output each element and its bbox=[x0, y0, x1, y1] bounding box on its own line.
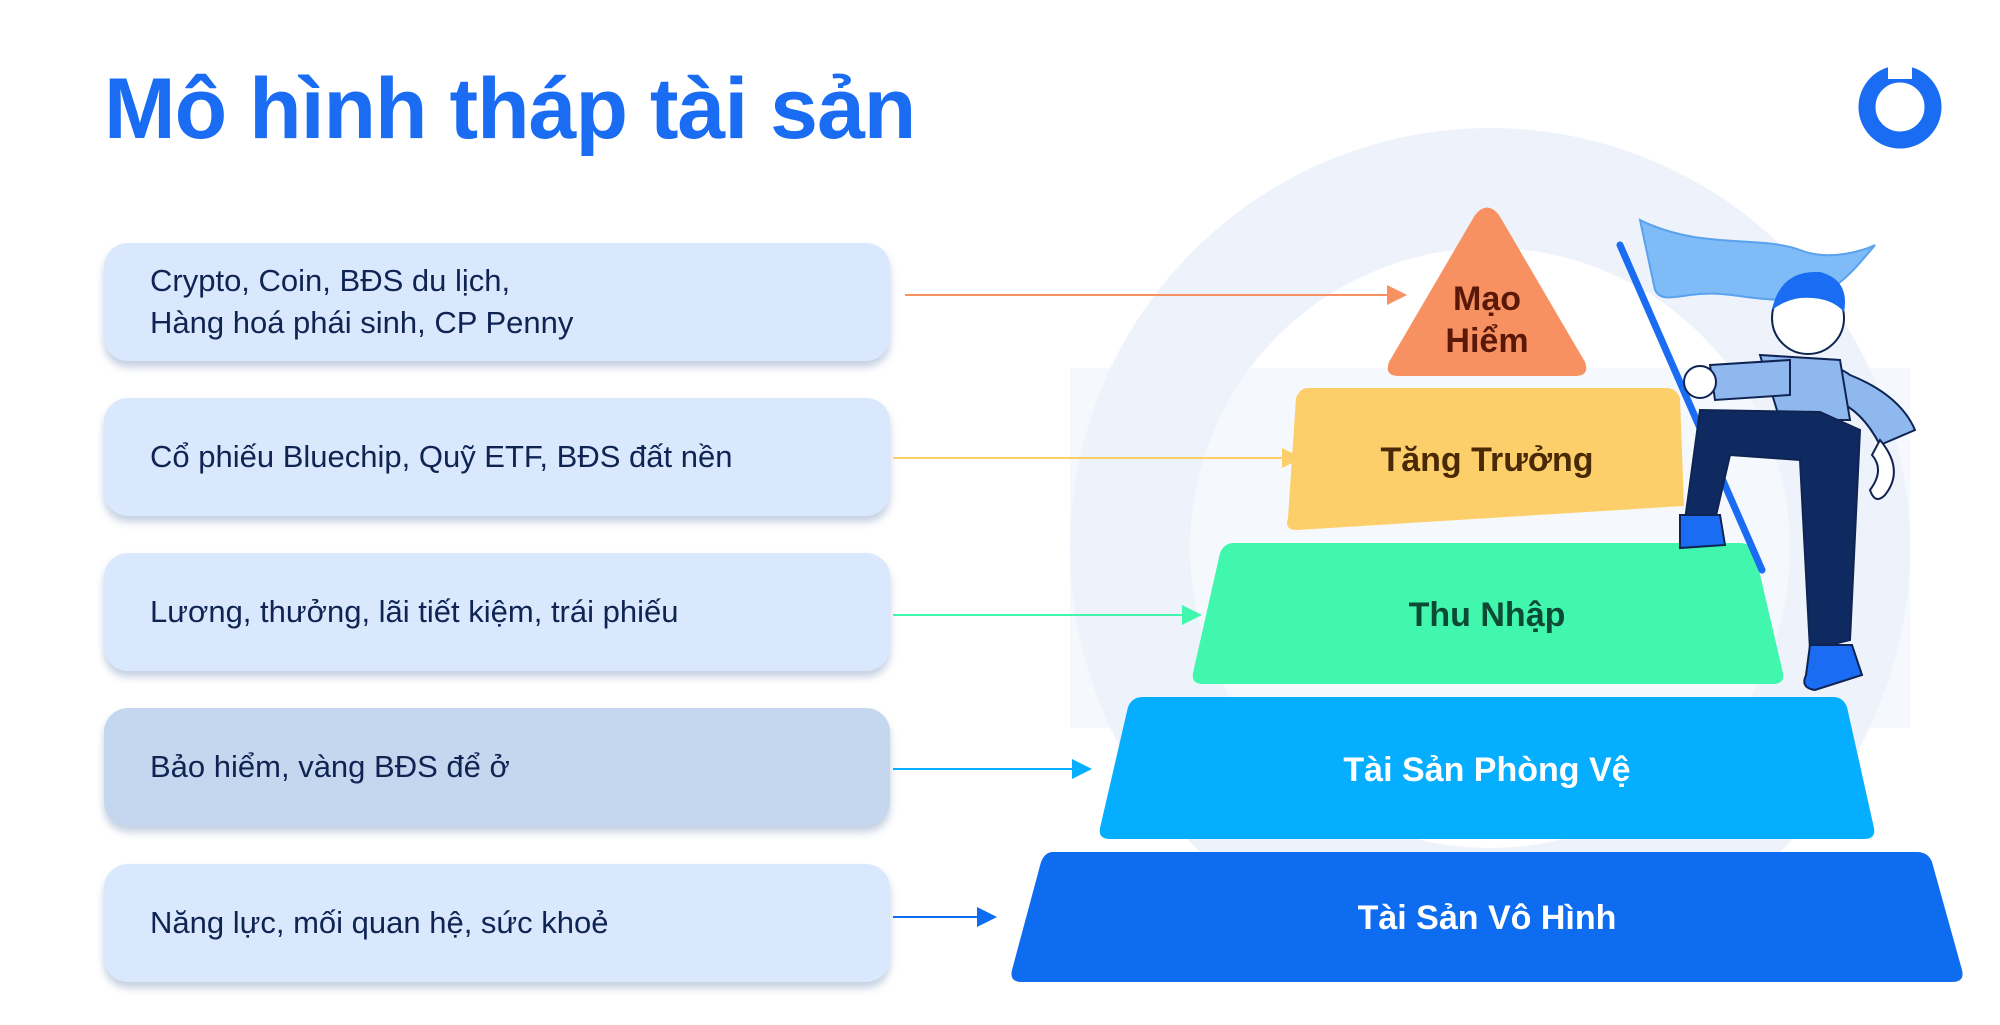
flagpole-icon bbox=[1616, 241, 1766, 574]
tier-label-5: Tài Sản Vô Hình bbox=[1357, 899, 1617, 937]
description-box-2: Cổ phiếu Bluechip, Quỹ ETF, BĐS đất nền bbox=[104, 398, 890, 516]
climber-illustration bbox=[1616, 218, 1917, 692]
description-box-4: Bảo hiểm, vàng BĐS để ở bbox=[104, 708, 890, 826]
description-box-1: Crypto, Coin, BĐS du lịch, Hàng hoá phái… bbox=[104, 243, 890, 361]
page-title: Mô hình tháp tài sản bbox=[104, 61, 916, 157]
tier-mao-hiem bbox=[1387, 207, 1587, 376]
tier-thu-nhap bbox=[1192, 543, 1784, 684]
tier-tai-san-vo-hinh bbox=[1011, 852, 1963, 982]
tier-label-1: Mạo Hiểm bbox=[1445, 280, 1529, 360]
tier-tang-truong bbox=[1287, 388, 1684, 530]
tier-label-3: Thu Nhập bbox=[1408, 596, 1566, 634]
description-text-2: Cổ phiếu Bluechip, Quỹ ETF, BĐS đất nền bbox=[150, 439, 733, 474]
tier-label-2: Tăng Trưởng bbox=[1380, 441, 1594, 479]
description-box-3: Lương, thưởng, lãi tiết kiệm, trái phiếu bbox=[104, 553, 890, 671]
tier-tai-san-phong-ve bbox=[1099, 697, 1875, 839]
description-box-5: Năng lực, mối quan hệ, sức khoẻ bbox=[104, 864, 890, 982]
description-text-3: Lương, thưởng, lãi tiết kiệm, trái phiếu bbox=[150, 594, 679, 629]
description-text-1: Crypto, Coin, BĐS du lịch, Hàng hoá phái… bbox=[150, 263, 574, 340]
description-text-4: Bảo hiểm, vàng BĐS để ở bbox=[150, 749, 510, 784]
tier-label-4: Tài Sản Phòng Vệ bbox=[1343, 751, 1631, 789]
description-text-5: Năng lực, mối quan hệ, sức khoẻ bbox=[150, 905, 609, 940]
ring-logo-icon bbox=[1858, 65, 1942, 149]
